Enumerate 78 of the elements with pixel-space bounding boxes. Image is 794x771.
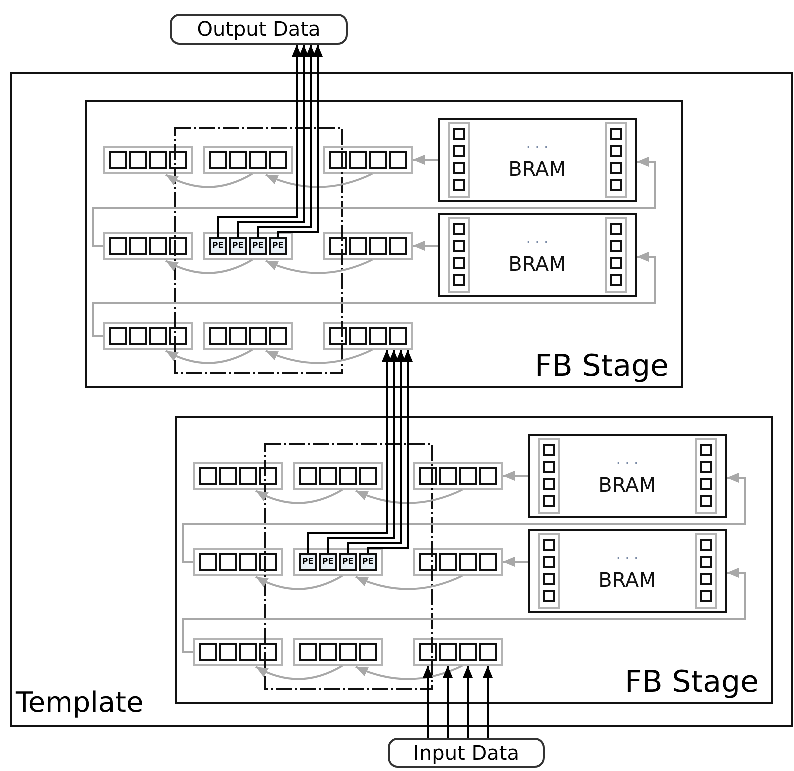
buffer-group (413, 548, 503, 576)
buffer-group (323, 322, 413, 350)
arrow (503, 557, 528, 567)
buffer-group (323, 232, 413, 260)
buffer-group (193, 462, 283, 490)
arrow (166, 173, 253, 188)
buffer-group (193, 638, 283, 666)
arrow (443, 666, 453, 738)
template-box (10, 72, 793, 727)
pe-cell: PE (269, 237, 287, 255)
block-label: BRAM (598, 568, 656, 592)
arrow (256, 575, 343, 590)
arrow (503, 471, 528, 481)
arrow (413, 241, 438, 251)
arrow (237, 45, 309, 237)
arrow (92, 157, 656, 247)
arrow (423, 666, 433, 738)
bram-block (438, 118, 637, 202)
bram-block (438, 213, 637, 297)
buffer-group (413, 638, 503, 666)
arrow (266, 349, 373, 364)
pe-cell: PE (299, 553, 317, 571)
stage-box (175, 416, 773, 704)
block-label: BRAM (508, 252, 566, 276)
pe-cell: PE (229, 237, 247, 255)
block-label: BRAM (508, 157, 566, 181)
pe-cell: PE (209, 237, 227, 255)
arrow (182, 473, 746, 563)
arrow (256, 665, 343, 680)
arrow (277, 45, 323, 237)
buffer-group (413, 462, 503, 490)
arrow (92, 252, 656, 337)
stage-label: FB Stage (534, 349, 669, 384)
pe-cell: PE (249, 237, 267, 255)
pe-cell: PE (359, 553, 377, 571)
block-label: BRAM (598, 473, 656, 497)
stage-label: FB Stage (624, 665, 759, 700)
arrow (166, 349, 253, 364)
buffer-group (203, 322, 293, 350)
arrow (347, 350, 406, 553)
pe-cell: PE (319, 553, 337, 571)
buffer-group (203, 146, 293, 174)
buffer-group (193, 548, 283, 576)
arrow (356, 665, 463, 680)
buffer-group (103, 146, 193, 174)
arrow (356, 489, 463, 504)
buffer-group (293, 638, 383, 666)
template-label: Template (16, 686, 144, 719)
buffer-group (293, 462, 383, 490)
buffer-group (203, 232, 293, 260)
arrow (257, 45, 316, 237)
arrow (413, 155, 438, 165)
bram-block (528, 434, 727, 518)
pe-cell: PE (339, 553, 357, 571)
stage-box (85, 100, 683, 388)
buffer-group (323, 146, 413, 174)
ellipsis-text: · · · (616, 455, 639, 473)
arrow (266, 173, 373, 188)
arrow (166, 259, 253, 274)
ellipsis-text: · · · (616, 550, 639, 568)
arrow (463, 666, 473, 738)
data-box: Input Data (388, 738, 545, 768)
arrow (327, 350, 399, 553)
ellipsis-text: · · · (526, 139, 549, 157)
arrow (356, 575, 463, 590)
data-box: Output Data (170, 14, 348, 45)
arrow (217, 45, 302, 237)
arrow (256, 489, 343, 504)
arrow (182, 568, 746, 653)
buffer-group (103, 232, 193, 260)
buffer-group (293, 548, 383, 576)
bram-block (528, 529, 727, 613)
arrow (307, 350, 392, 553)
ellipsis-text: · · · (526, 234, 549, 252)
buffer-group (103, 322, 193, 350)
arrow (367, 350, 413, 553)
arrow (483, 666, 493, 738)
arrow (266, 259, 373, 274)
